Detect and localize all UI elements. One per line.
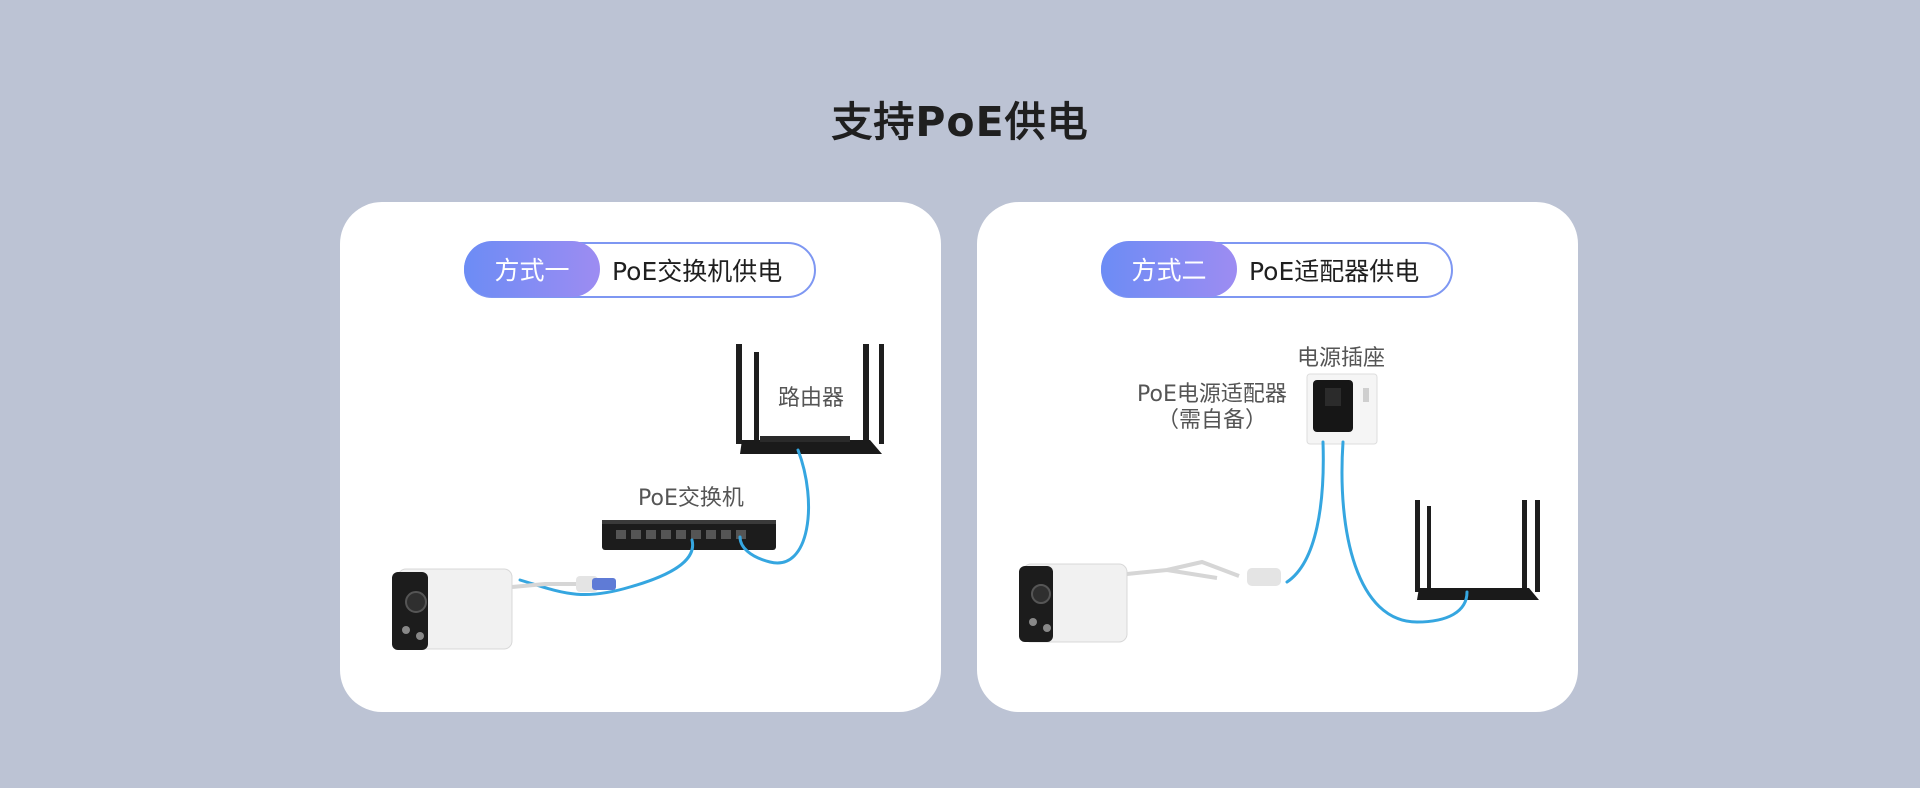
adapter-label-line2: （需自备） (1156, 408, 1267, 433)
camera-icon (392, 568, 616, 650)
router-icon (736, 344, 884, 454)
router-label: 路由器 (778, 386, 845, 411)
switch-label: PoE交换机 (638, 486, 744, 511)
method-two-diagram (1019, 373, 1540, 643)
adapter-label-line1: PoE电源适配器 (1137, 382, 1287, 407)
method-one-tag: 方式一 (464, 241, 600, 297)
method-two-header: 方式二 PoE适配器供电 (1101, 241, 1453, 298)
router-icon (1415, 500, 1540, 600)
method-two-heading: PoE适配器供电 (1249, 257, 1420, 286)
method-two-card: 方式二 PoE适配器供电 (977, 202, 1578, 712)
page-title: 支持PoE供电 (831, 98, 1089, 146)
method-two-tag: 方式二 (1101, 241, 1237, 297)
method-one-header: 方式一 PoE交换机供电 (464, 241, 816, 298)
switch-icon (602, 520, 776, 550)
method-one-heading: PoE交换机供电 (612, 257, 783, 286)
method-one-diagram (392, 344, 884, 650)
camera-icon (1019, 559, 1281, 643)
method-one-card: 方式一 PoE交换机供电 (340, 202, 941, 712)
poe-adapter-icon (1313, 380, 1353, 432)
network-cables (518, 448, 810, 597)
network-cables (1285, 440, 1469, 624)
socket-label: 电源插座 (1297, 346, 1386, 371)
